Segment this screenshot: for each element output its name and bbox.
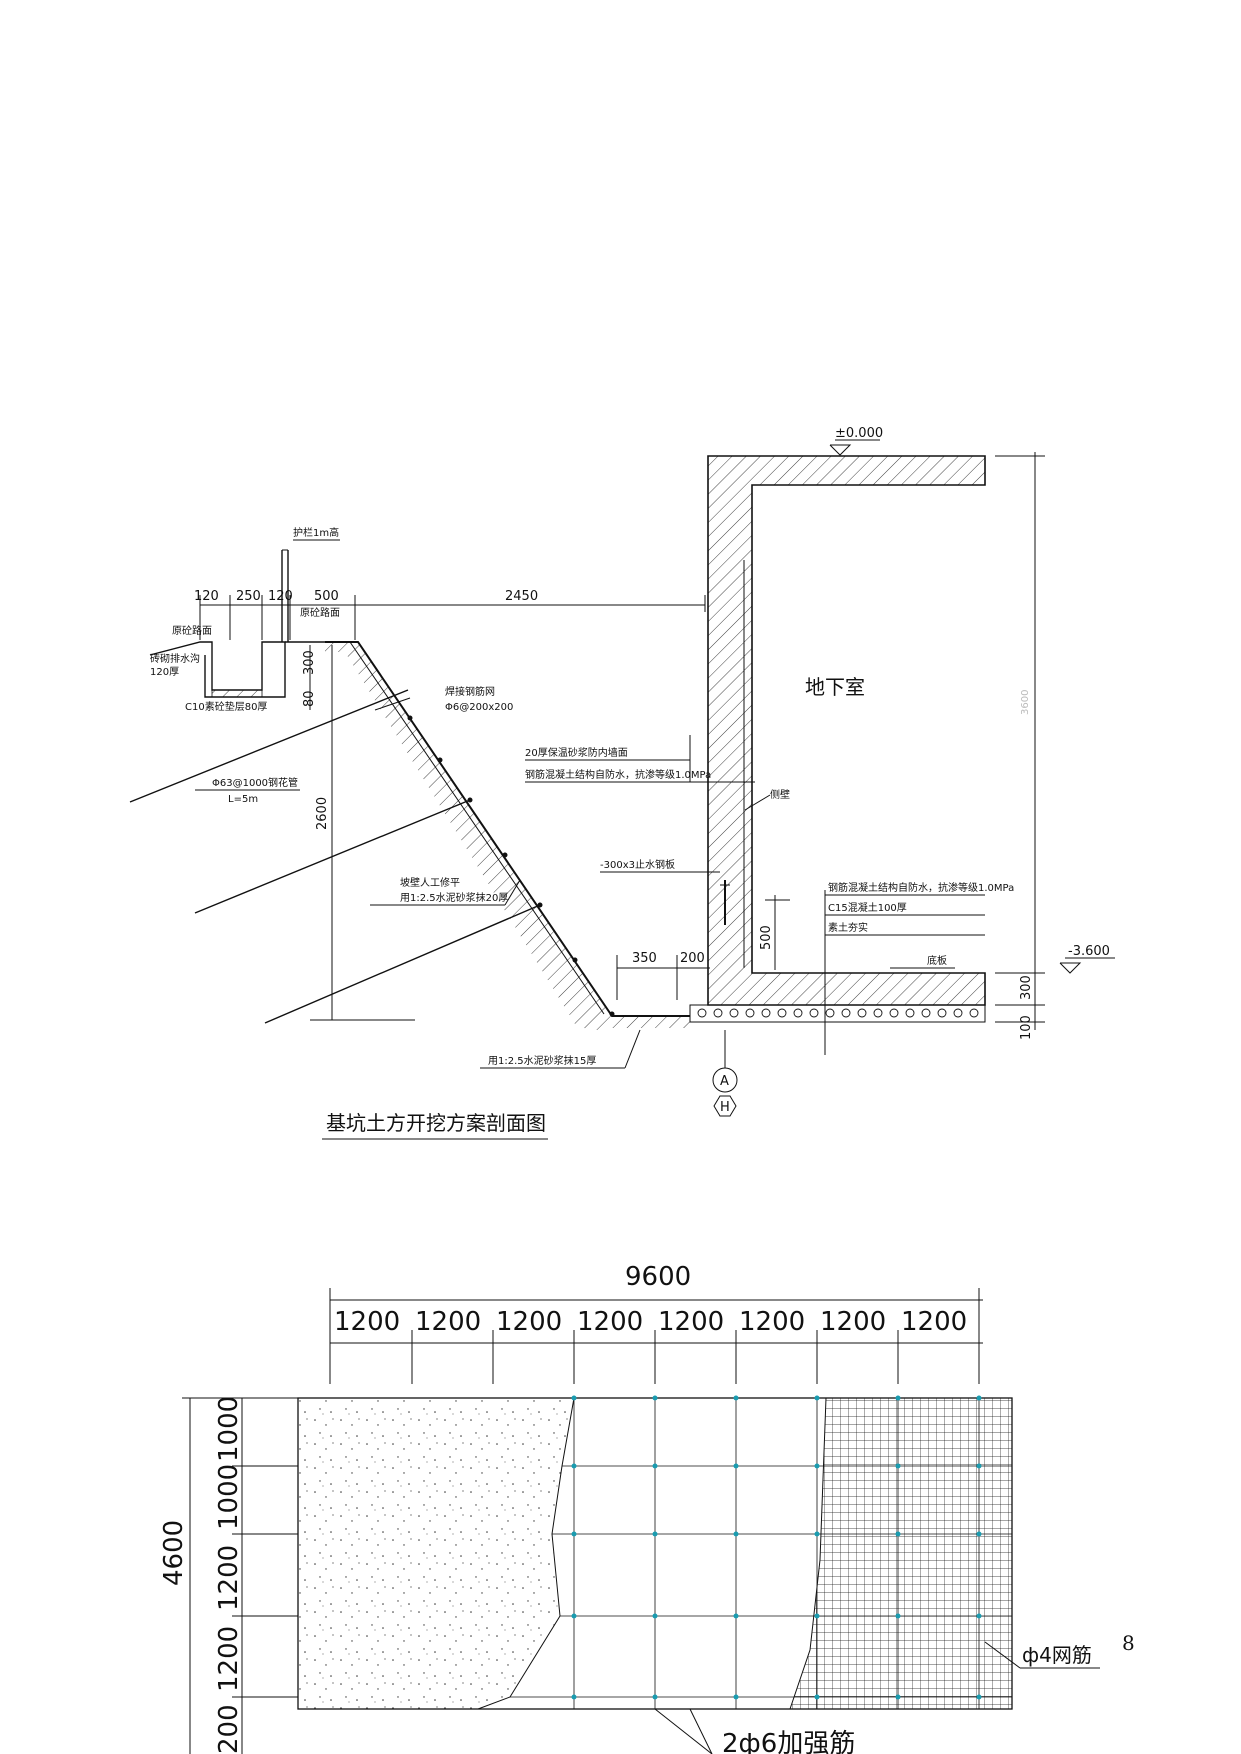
drainage-ditch <box>149 549 325 698</box>
plan-col-7: 1200 <box>820 1307 886 1337</box>
plan-row-1: 1000 <box>214 1396 244 1462</box>
note-slope-2: 用1:2.5水泥砂浆抹20厚 <box>400 891 508 904</box>
note-mortar-bottom: 用1:2.5水泥砂浆抹15厚 <box>488 1054 596 1067</box>
dim-300-left: 300 <box>302 650 317 675</box>
plan-row-3: 1200 <box>214 1545 244 1611</box>
section-drawing: ±0.000 -3.600 地下室 3600 120 250 120 500 2… <box>129 426 1115 1140</box>
excavation-slope <box>129 641 690 1030</box>
dim-120-b: 120 <box>268 589 293 604</box>
plan-row-2: 1000 <box>214 1464 244 1530</box>
note-floor-1: 钢筋混凝土结构自防水，抗渗等级1.0MPa <box>828 881 1014 894</box>
plan-labels: ф4网筋 2ф6加强筋 <box>654 1641 1100 1754</box>
note-side-wall: 侧壁 <box>770 788 790 801</box>
dim-100-right: 100 <box>1019 1015 1034 1040</box>
note-drain-base: C10素砼垫层80厚 <box>185 700 267 713</box>
plan-panel <box>297 1395 1013 1710</box>
plan-dim-text: 9600 1200 1200 1200 1200 1200 1200 1200 … <box>159 1262 967 1754</box>
plan-col-1: 1200 <box>334 1307 400 1337</box>
dim-2450: 2450 <box>505 589 538 604</box>
note-railing: 护栏1m高 <box>293 526 339 539</box>
dim-500: 500 <box>314 589 339 604</box>
plan-col-6: 1200 <box>739 1307 805 1337</box>
section-dims <box>199 439 1115 1117</box>
elev-top-label: ±0.000 <box>835 426 883 441</box>
note-wall-1: 20厚保温砂浆防内墙面 <box>525 746 628 759</box>
page-number: 8 <box>1122 1631 1135 1655</box>
note-road-right: 原砼路面 <box>300 606 340 619</box>
plan-dims <box>182 1288 983 1754</box>
plan-col-5: 1200 <box>658 1307 724 1337</box>
plan-total-width: 9600 <box>625 1262 691 1292</box>
plan-col-4: 1200 <box>577 1307 643 1337</box>
note-steel-plate: -300x3止水钢板 <box>600 858 675 871</box>
dim-80-left: 80 <box>302 690 317 707</box>
dim-250: 250 <box>236 589 261 604</box>
note-drain: 砖砌排水沟 <box>150 652 200 665</box>
rebar-label: 2ф6加强筋 <box>722 1729 855 1754</box>
axis-h-label: H <box>720 1100 730 1115</box>
mesh-label: ф4网筋 <box>1022 1643 1092 1667</box>
note-floor-2: C15混凝土100厚 <box>828 901 907 914</box>
axis-a-label: A <box>720 1074 729 1089</box>
note-road-left: 原砼路面 <box>172 624 212 637</box>
dim-500-wall: 500 <box>759 925 774 950</box>
note-mesh-1: 焊接钢筋网 <box>445 685 495 698</box>
note-wall-2: 钢筋混凝土结构自防水，抗渗等级1.0MPa <box>525 768 711 781</box>
room-label: 地下室 <box>805 675 865 699</box>
note-nail-1: Φ63@1000钢花管 <box>212 776 298 789</box>
plan-col-3: 1200 <box>496 1307 562 1337</box>
elev-bottom-label: -3.600 <box>1068 944 1110 959</box>
note-mesh-2: Φ6@200x200 <box>445 702 513 713</box>
dim-120-a: 120 <box>194 589 219 604</box>
leader-lines <box>195 539 985 1069</box>
plan-drawing: 9600 1200 1200 1200 1200 1200 1200 1200 … <box>159 1262 1100 1754</box>
dim-300-right: 300 <box>1019 975 1034 1000</box>
note-nail-2: L=5m <box>228 794 258 805</box>
section-text: ±0.000 -3.600 地下室 3600 120 250 120 500 2… <box>150 426 1110 1140</box>
note-floor-slab: 底板 <box>927 954 947 967</box>
plan-row-5: 200 <box>214 1704 244 1754</box>
section-title: 基坑土方开挖方案剖面图 <box>326 1111 546 1135</box>
note-drain-thk: 120厚 <box>150 666 179 678</box>
height-dim-3600: 3600 <box>1020 690 1031 715</box>
plan-col-8: 1200 <box>901 1307 967 1337</box>
plan-row-4: 1200 <box>214 1626 244 1692</box>
note-slope-1: 坡壁人工修平 <box>400 876 460 889</box>
dim-350: 350 <box>632 951 657 966</box>
dim-2600: 2600 <box>315 797 330 830</box>
plan-col-2: 1200 <box>415 1307 481 1337</box>
dim-200: 200 <box>680 951 705 966</box>
note-floor-3: 素土夯实 <box>828 921 868 934</box>
basement-structure <box>689 455 986 1023</box>
plan-total-height: 4600 <box>159 1520 189 1586</box>
